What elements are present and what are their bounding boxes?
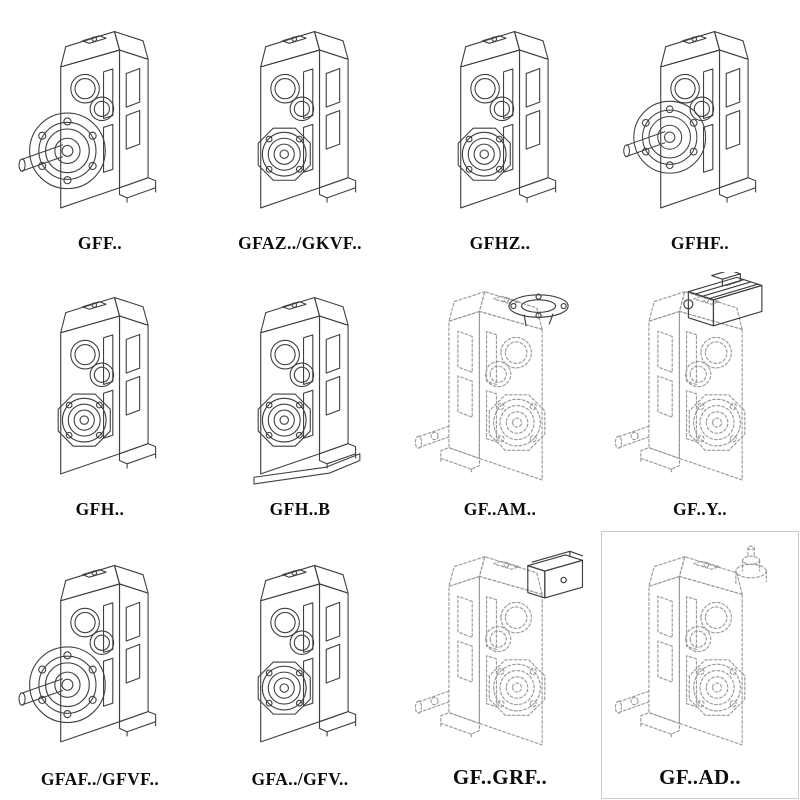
gearbox-output-flange-drawing xyxy=(602,4,798,233)
catalog-cell-gf-ad: GF..AD.. xyxy=(600,530,800,800)
model-label: GF..AD.. xyxy=(659,765,741,789)
catalog-cell-gfaf-gfvf: GFAF../GFVF.. xyxy=(0,530,200,800)
catalog-cell-gf-y: GF..Y.. xyxy=(600,264,800,530)
model-label: GFAZ../GKVF.. xyxy=(238,233,362,254)
gearbox-hollow-shaft-base-drawing xyxy=(202,268,398,499)
gearbox-hollow-shaft-drawing xyxy=(202,534,398,769)
model-label: GF..AM.. xyxy=(463,499,537,520)
catalog-cell-gfa-gfv: GFA../GFV.. xyxy=(200,530,400,800)
gearbox-hollow-shaft-drawing xyxy=(2,268,198,499)
catalog-cell-gfhf: GFHF.. xyxy=(600,0,800,264)
gearbox-output-flange-shaft-drawing xyxy=(2,534,198,769)
gearbox-input-cover-box-drawing xyxy=(402,534,598,765)
model-label: GFHF.. xyxy=(670,233,730,254)
gearbox-shaft-input-adapter-drawing xyxy=(602,534,798,765)
gearbox-input-flange-adapter-drawing xyxy=(402,268,598,499)
model-label: GFAF../GFVF.. xyxy=(40,769,160,789)
model-label: GF..GRF.. xyxy=(452,765,548,789)
model-label: GFH.. xyxy=(75,499,125,520)
model-label: GF..Y.. xyxy=(672,499,728,520)
gearbox-with-motor-drawing xyxy=(602,268,798,499)
gearbox-hollow-shaft-drawing xyxy=(202,4,398,233)
catalog-cell-gf-am: GF..AM.. xyxy=(400,264,600,530)
catalog-cell-gfh-b: GFH..B xyxy=(200,264,400,530)
catalog-cell-gfh: GFH.. xyxy=(0,264,200,530)
catalog-cell-gff: GFF.. xyxy=(0,0,200,264)
catalog-cell-gfhz: GFHZ.. xyxy=(400,0,600,264)
gearbox-output-flange-shaft-drawing xyxy=(2,4,198,233)
model-label: GFA../GFV.. xyxy=(251,769,349,789)
model-label: GFF.. xyxy=(77,233,123,254)
gearbox-hollow-shaft-drawing xyxy=(402,4,598,233)
catalog-cell-gfaz-gkvf: GFAZ../GKVF.. xyxy=(200,0,400,264)
model-label: GFHZ.. xyxy=(469,233,531,254)
catalog-cell-gf-grf: GF..GRF.. xyxy=(400,530,600,800)
model-label: GFH..B xyxy=(269,499,331,520)
